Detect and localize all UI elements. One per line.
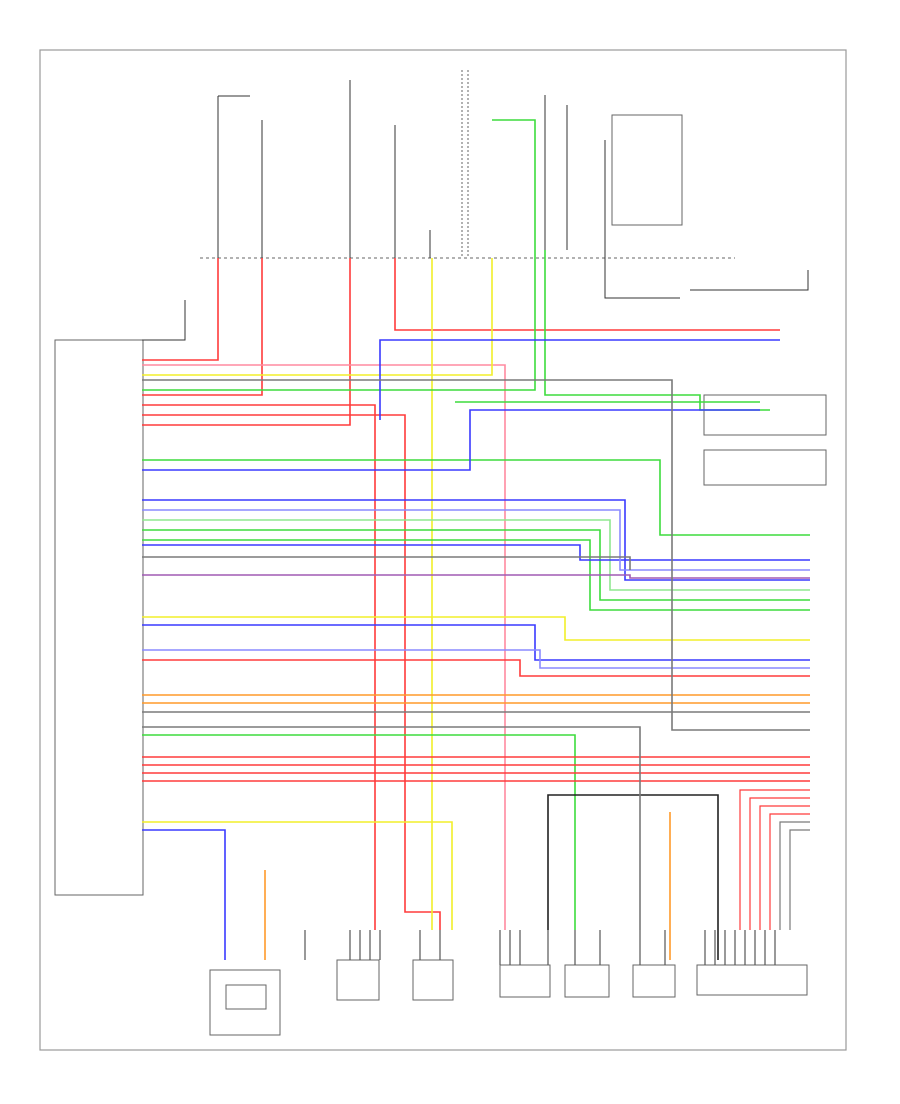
harness-wires <box>142 119 810 960</box>
diagram-frame <box>39 49 847 1051</box>
electronic-control-unit-box <box>209 969 281 1036</box>
seat-sensor-box <box>336 959 380 1001</box>
electronic-control-unit-inner <box>225 984 267 1010</box>
steering-module-box <box>611 114 683 226</box>
right-connector-box <box>703 394 827 436</box>
clock-spring-bundle <box>739 789 810 930</box>
right-connector-box-2 <box>703 449 827 486</box>
rear-impact-sensor-box <box>632 964 676 998</box>
air-bag-control-unit-box <box>54 339 144 896</box>
buckle-switch-box <box>412 959 454 1001</box>
front-impact-sensor-box <box>499 964 551 998</box>
connector-pins <box>304 930 776 965</box>
fuse-feeds <box>142 80 809 341</box>
clock-spring-connector-box <box>696 964 808 996</box>
side-impact-sensor-box <box>564 964 610 998</box>
